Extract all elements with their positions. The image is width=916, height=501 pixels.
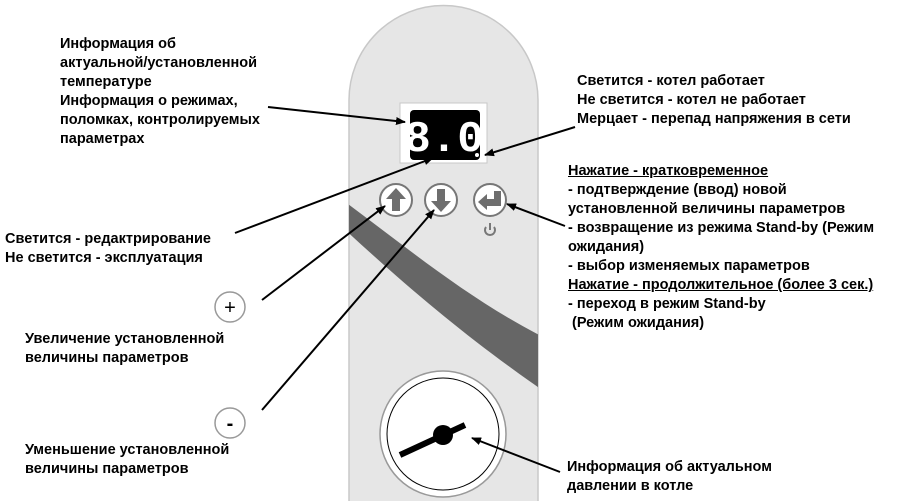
text-line: Информация о режимах, (60, 93, 238, 109)
text-line: давлении в котле (567, 478, 694, 494)
text-line: ожидания) (568, 239, 645, 255)
text-line: - возвращение из режима Stand-by (Режим (568, 220, 875, 236)
control-panel (348, 4, 539, 501)
text-line: Информация об (60, 36, 176, 52)
edit-indicator-dot (475, 153, 479, 157)
display-reading: 8.0 (404, 115, 483, 165)
text-line: величины параметров (25, 350, 189, 366)
enter-icon (478, 191, 501, 210)
display-screen (410, 110, 480, 160)
text-line: поломках, контролируемых (60, 112, 260, 128)
text-line: температуре (60, 74, 152, 90)
text-line: Светится - котел работает (577, 73, 765, 89)
text-line: Не светится - котел не работает (577, 92, 806, 108)
increase-label: Увеличение установленной величины параме… (25, 330, 224, 368)
plus-button[interactable]: + (214, 291, 246, 323)
enter-button[interactable] (473, 183, 507, 217)
down-button[interactable] (424, 183, 458, 217)
callout-arrows (234, 106, 576, 473)
text-line: Уменьшение установленной (25, 442, 230, 458)
arrow-up-icon (386, 188, 406, 211)
text-line: - выбор изменяемых параметров (568, 258, 810, 274)
text-line: установленной величины параметров (568, 201, 846, 217)
text-line: (Режим ожидания) (568, 315, 705, 331)
text-line: Не светится - эксплуатация (5, 250, 203, 266)
minus-icon: - (227, 413, 234, 435)
pressure-label: Информация об актуальном давлении в котл… (567, 458, 772, 496)
pressure-gauge-icon (379, 370, 507, 498)
long-press-title: Нажатие - продолжительное (более 3 сек.) (568, 277, 874, 293)
minus-button[interactable]: - (214, 407, 246, 439)
text-line: актуальной/установленной (60, 55, 258, 71)
text-line: Увеличение установленной (25, 331, 225, 347)
power-icon (484, 223, 496, 236)
text-line: Светится - редактрирование (5, 231, 211, 247)
text-line: Информация об актуальном (567, 459, 772, 475)
dot-indicator-label: Светится - котел работает Не светится - … (577, 72, 851, 129)
text-line: Мерцает - перепад напряжения в сети (577, 111, 851, 127)
enter-button-label: Нажатие - кратковременное - подтверждени… (568, 162, 874, 333)
decrease-label: Уменьшение установленной величины параме… (25, 441, 229, 479)
text-line: - переход в режим Stand-by (568, 296, 766, 312)
up-button[interactable] (379, 183, 413, 217)
arrow-down-icon (431, 189, 451, 212)
text-line: - подтверждение (ввод) новой (568, 182, 787, 198)
plus-icon: + (224, 297, 236, 319)
display-info-label: Информация об актуальной/установленной т… (60, 35, 260, 149)
text-line: величины параметров (25, 461, 189, 477)
edit-indicator-label: Светится - редактрирование Не светится -… (5, 230, 211, 268)
short-press-title: Нажатие - кратковременное (568, 163, 769, 179)
text-line: параметрах (60, 131, 145, 147)
decorative-swoosh (349, 198, 538, 392)
